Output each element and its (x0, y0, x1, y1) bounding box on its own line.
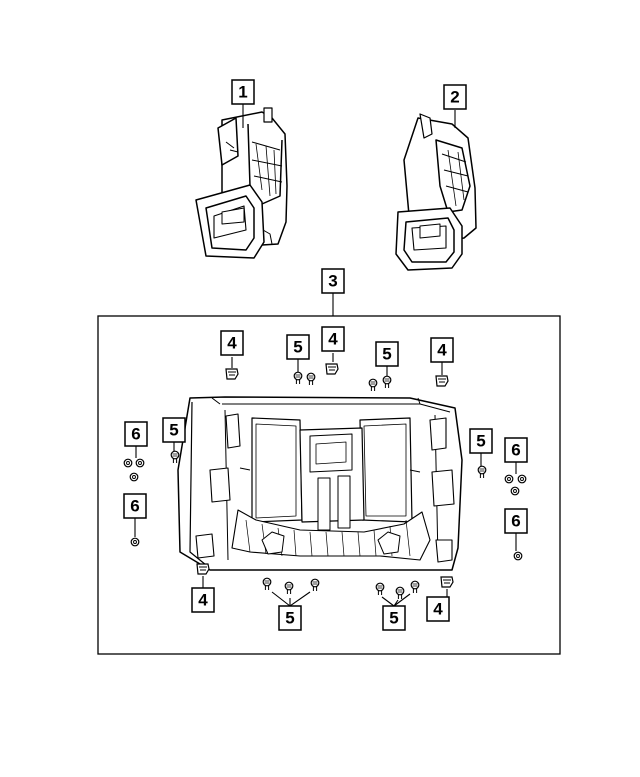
callout-4-label: 4 (433, 600, 443, 619)
callout-6-label: 6 (130, 497, 139, 516)
callout-6-right-upper: 6 (504, 437, 528, 463)
callout-5-left: 5 (162, 417, 186, 443)
assembly-3-frame (97, 315, 561, 655)
instrument-panel-center-housing (177, 396, 463, 571)
callout-6-left-upper: 6 (124, 421, 148, 447)
callout-2-label: 2 (450, 88, 459, 107)
callout-1-label: 1 (238, 83, 247, 102)
callout-4-label: 4 (437, 341, 447, 360)
callout-6-label: 6 (511, 441, 520, 460)
air-duct-left-part (195, 107, 288, 259)
callout-5-label: 5 (169, 421, 178, 440)
callout-6-right-lower: 6 (504, 508, 528, 534)
callout-6-label: 6 (131, 425, 140, 444)
callout-4-label: 4 (328, 330, 338, 349)
callout-4-label: 4 (198, 591, 208, 610)
callout-4-top-right: 4 (430, 337, 454, 363)
callout-2: 2 (443, 84, 467, 110)
callout-5-label: 5 (285, 609, 294, 628)
callout-5-label: 5 (382, 345, 391, 364)
callout-3: 3 (321, 268, 345, 294)
callout-3-label: 3 (328, 272, 337, 291)
callout-6-left-lower: 6 (123, 493, 147, 519)
callout-4-top-left: 4 (220, 330, 244, 356)
callout-5-top-right: 5 (375, 341, 399, 367)
callout-5-right: 5 (469, 428, 493, 454)
callout-5-top-left: 5 (286, 334, 310, 360)
callout-4-top-middle: 4 (321, 326, 345, 352)
callout-6-label: 6 (511, 512, 520, 531)
callout-5-bottom-right: 5 (382, 605, 406, 631)
air-duct-right-part (395, 113, 477, 271)
callout-1: 1 (231, 79, 255, 105)
callout-4-bottom-right: 4 (426, 596, 450, 622)
callout-4-bottom-left: 4 (191, 587, 215, 613)
callout-4-label: 4 (227, 334, 237, 353)
callout-5-label: 5 (476, 432, 485, 451)
callout-5-label: 5 (389, 609, 398, 628)
callout-5-label: 5 (293, 338, 302, 357)
leader-lines (134, 104, 517, 607)
callout-5-bottom-left: 5 (278, 605, 302, 631)
